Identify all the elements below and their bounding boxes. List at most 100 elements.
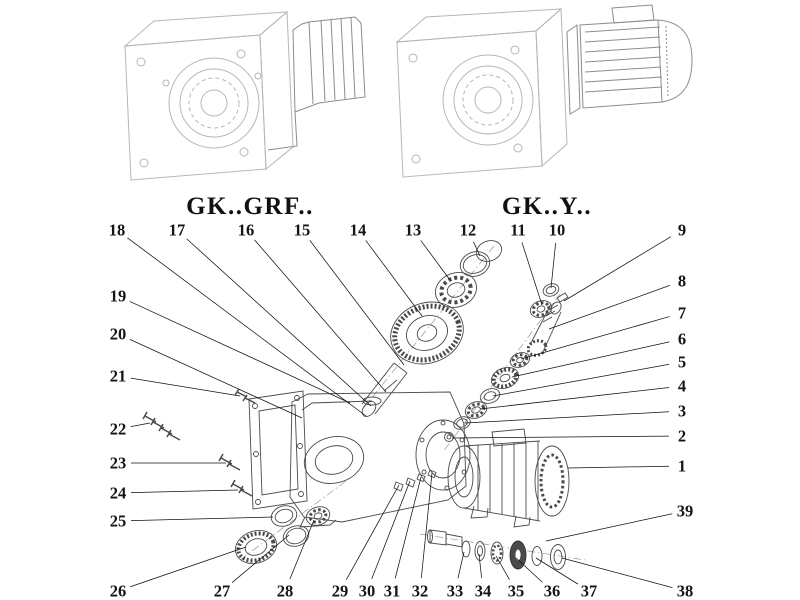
leader-line-8: [548, 285, 670, 330]
leader-line-22: [130, 422, 151, 427]
motor-foot: [470, 505, 489, 519]
leader-line-29: [345, 484, 400, 580]
motor-adapter: [566, 24, 581, 115]
part-number-33: 33: [447, 582, 464, 600]
leader-line-18: [127, 237, 367, 417]
part-number-15: 15: [294, 221, 311, 240]
washer-icon: [531, 546, 543, 566]
part-number-38: 38: [677, 582, 694, 600]
leader-line-39: [545, 513, 673, 542]
leader-line-37: [535, 557, 579, 585]
key-icon: [556, 292, 569, 303]
leader-line-4: [479, 387, 670, 410]
leader-line-9: [563, 236, 672, 302]
part-number-22: 22: [110, 420, 127, 439]
part-number-21: 21: [110, 367, 127, 386]
part-number-2: 2: [678, 427, 686, 446]
snap-ring-icon: [542, 283, 560, 297]
part-number-36: 36: [544, 582, 561, 600]
housing-top-face: [123, 11, 289, 47]
part-number-30: 30: [359, 582, 376, 600]
part-number-14: 14: [350, 221, 367, 240]
terminal-box: [611, 4, 655, 24]
pinion-shaft-icon: [526, 301, 562, 357]
retaining-ring-icon: [459, 251, 491, 277]
electric-motor-drawing: [566, 4, 693, 115]
bolt-hole: [411, 154, 421, 164]
leader-line-28: [289, 519, 315, 580]
part-number-28: 28: [277, 582, 294, 600]
part-number-31: 31: [384, 582, 401, 600]
leader-line-26: [130, 546, 247, 588]
leader-line-30: [371, 480, 411, 580]
part-number-23: 23: [110, 454, 127, 473]
motor-body: [579, 19, 663, 109]
part-number-27: 27: [214, 582, 231, 600]
leader-line-31: [394, 476, 422, 579]
bore-circle-hidden: [462, 74, 514, 126]
exploded-view: [142, 240, 586, 570]
axis-input-shaft: [442, 293, 561, 453]
axis-main-shaft: [361, 245, 495, 411]
bearing-icon: [509, 352, 531, 368]
fan-cowl: [657, 19, 693, 103]
bore-circle: [453, 65, 523, 135]
part-number-17: 17: [169, 221, 186, 240]
motor-terminal-box: [491, 428, 527, 447]
small-fastener-icons: [393, 469, 437, 492]
part-number-35: 35: [508, 582, 525, 600]
seal-ring-icon: [270, 505, 298, 527]
bolt-hole: [236, 49, 246, 59]
part-number-9: 9: [678, 221, 686, 240]
leader-line-24: [130, 489, 239, 494]
part-number-18: 18: [109, 221, 126, 240]
leader-line-34: [478, 553, 482, 579]
callout-layer: 1234567891011121314151617181920212223242…: [109, 221, 694, 600]
part-number-6: 6: [678, 330, 686, 349]
leader-line-36: [515, 557, 543, 583]
main-shaft-icon: [361, 362, 408, 417]
part-number-12: 12: [460, 221, 477, 240]
assembled-view-gk-y: [395, 4, 693, 178]
washer-icon: [474, 541, 486, 561]
part-number-13: 13: [405, 221, 422, 240]
leader-line-27: [231, 534, 290, 583]
leader-line-33: [457, 551, 465, 579]
part-number-5: 5: [678, 353, 686, 372]
spacer-ring-icon: [461, 540, 471, 558]
flange-plate: [248, 390, 308, 510]
retaining-ring-icon: [475, 240, 503, 262]
leader-line-1: [567, 465, 670, 469]
part-number-32: 32: [412, 582, 429, 600]
bore-circle: [200, 89, 228, 117]
washer-icon: [479, 388, 501, 404]
bore-circle: [179, 68, 249, 138]
leader-line-25: [130, 516, 274, 522]
part-number-26: 26: [110, 582, 127, 600]
leader-line-19: [129, 301, 351, 404]
bearing-icon: [464, 401, 488, 419]
part-number-34: 34: [475, 582, 492, 600]
bearing-icon: [490, 541, 504, 565]
part-number-3: 3: [678, 402, 686, 421]
leader-line-21: [130, 377, 241, 397]
part-number-1: 1: [678, 457, 686, 476]
leader-line-10: [550, 242, 557, 289]
part-number-20: 20: [110, 325, 127, 344]
leader-line-15: [309, 240, 405, 366]
part-number-19: 19: [110, 287, 127, 306]
output-gear-icon: [509, 540, 527, 570]
part-number-24: 24: [110, 484, 127, 503]
screw-icons: [142, 388, 256, 497]
leader-line-38: [561, 557, 673, 588]
bearing-icon: [305, 506, 331, 526]
gear-icon: [490, 367, 520, 389]
end-disc-icon: [550, 544, 566, 570]
electric-motor: [447, 428, 570, 528]
gear-wheel-icon: [390, 301, 464, 365]
part-number-10: 10: [549, 221, 566, 240]
bore-circle-hidden: [188, 77, 240, 129]
motor-foot: [513, 515, 531, 528]
bolt-hole: [254, 72, 262, 80]
